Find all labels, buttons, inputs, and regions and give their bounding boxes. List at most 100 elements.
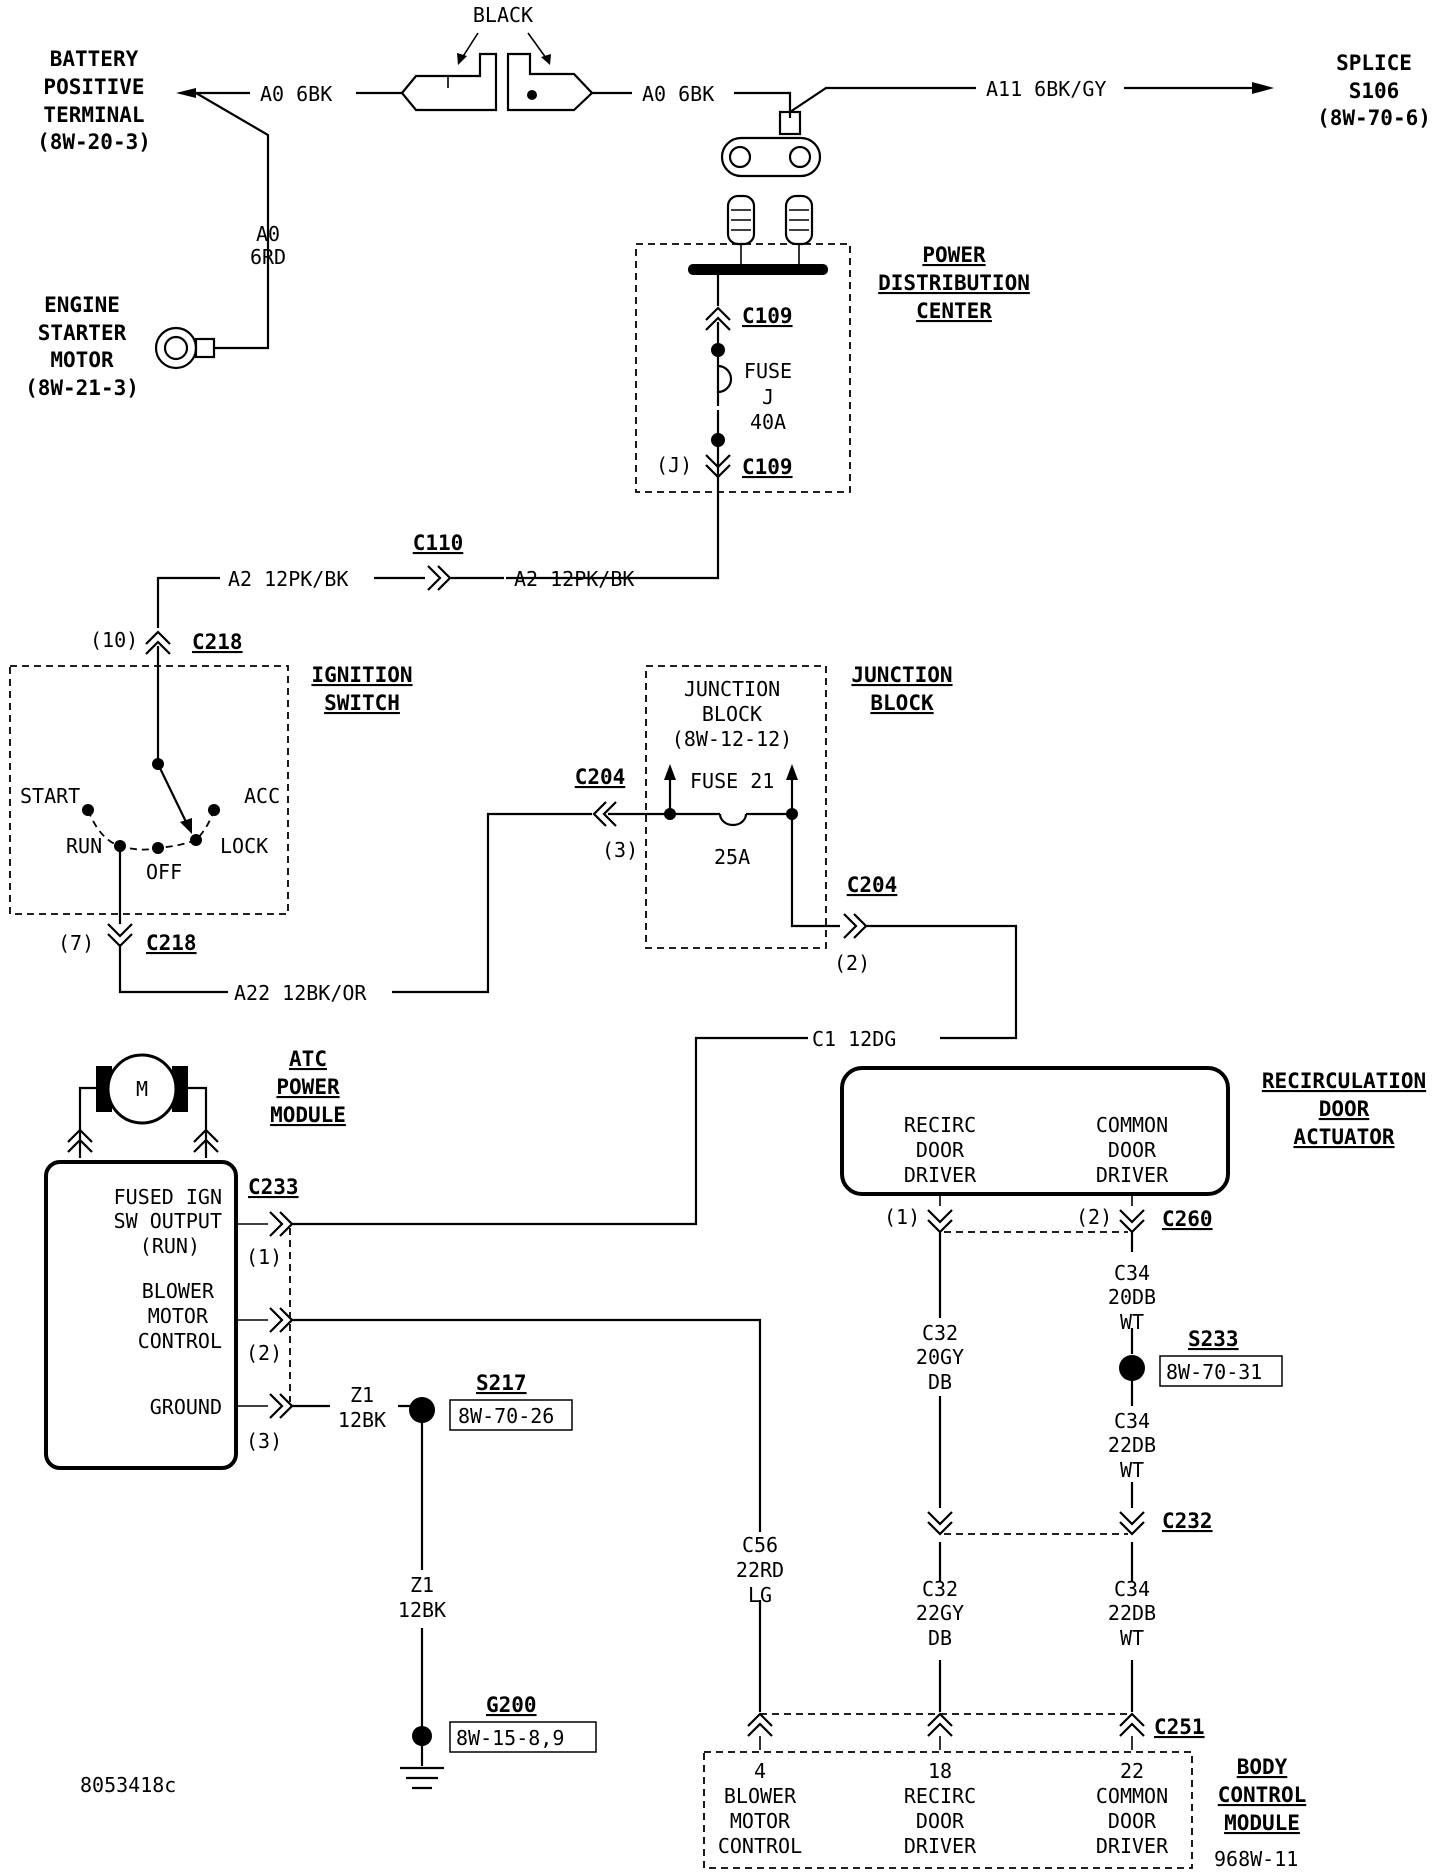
jb-inner-label-3: (8W-12-12) — [672, 727, 792, 751]
c260-pin2-connector-icon — [1119, 1209, 1145, 1234]
wire-c34-upper-label-1: C34 — [1114, 1261, 1150, 1285]
fuse-j-label-1: FUSE — [744, 359, 792, 383]
bcm-pin22-label-4: DRIVER — [1096, 1834, 1169, 1858]
fuse-j-label-3: 40A — [750, 410, 786, 434]
ignition-switch: (10) C218 START ACC RUN OFF LOCK (7) C21… — [9, 628, 413, 955]
switch-acc-label: ACC — [244, 784, 280, 808]
wire-c34-mid-label-3: WT — [1120, 1458, 1144, 1482]
wire-c32-upper-label-3: DB — [928, 1370, 952, 1394]
recirc-actuator-label-1: RECIRCULATION — [1262, 1069, 1426, 1093]
g200-ref-box — [449, 1721, 597, 1753]
c232-label: C232 — [1162, 1509, 1213, 1533]
c204-pin3-label: (3) — [602, 838, 638, 862]
wire-c34-lower-label-3: WT — [1120, 1626, 1144, 1650]
pdc-bus-bar — [688, 264, 828, 275]
junction-block-label-2: BLOCK — [870, 691, 934, 715]
page-id-label: 968W-11 — [1214, 1847, 1298, 1871]
wire-c32-upper-label-1: C32 — [922, 1321, 958, 1345]
c109-upper-label: C109 — [742, 304, 793, 328]
pdc-label-2: DISTRIBUTION — [878, 271, 1030, 295]
atc-label-1: ATC — [289, 1047, 327, 1071]
wire-z1 — [292, 1404, 424, 1766]
switch-run-label: RUN — [66, 834, 102, 858]
common-driver-label-3: DRIVER — [1096, 1163, 1169, 1187]
c204-left-connector-icon — [592, 801, 617, 827]
switch-off-label: OFF — [146, 860, 182, 884]
jb-inner-label-1: JUNCTION — [684, 677, 780, 701]
wire-c32-upper-label-2: 20GY — [916, 1345, 964, 1369]
bcm-pin18-label-1: 18 — [928, 1759, 952, 1783]
splice-s106: SPLICE S106 (8W-70-6) — [1317, 51, 1431, 130]
recirc-driver-label-2: DOOR — [916, 1138, 965, 1162]
ground-g200-dot — [412, 1726, 432, 1746]
atc-blower-label-2: MOTOR — [148, 1304, 209, 1328]
jb-inner-label-2: BLOCK — [702, 702, 762, 726]
c204-right-connector-icon — [843, 913, 868, 939]
switch-lock-contact — [190, 834, 202, 846]
wire-a11-label: A11 6BK/GY — [986, 77, 1106, 101]
ignition-switch-outline — [9, 665, 289, 915]
recirculation-door-actuator: RECIRC DOOR DRIVER COMMON DOOR DRIVER RE… — [840, 1066, 1426, 1196]
c233-pin2-label: (2) — [246, 1341, 282, 1365]
s106-label-3: (8W-70-6) — [1317, 106, 1431, 130]
wire-c34-lower-label-2: 22DB — [1108, 1601, 1156, 1625]
bcm-pin4-label-3: MOTOR — [730, 1809, 791, 1833]
g200-ref-label: 8W-15-8,9 — [456, 1726, 564, 1750]
bcm-pin18-label-3: DOOR — [916, 1809, 965, 1833]
wire-c56-label-1: C56 — [742, 1533, 778, 1557]
engine-starter-motor: ENGINE STARTER MOTOR (8W-21-3) — [25, 293, 216, 400]
s217-ref-box — [449, 1399, 573, 1431]
bcm-label-3: MODULE — [1224, 1811, 1300, 1835]
wire-a0-6rd-label-2: 6RD — [250, 245, 286, 269]
switch-wiper-icon — [157, 763, 189, 827]
wire-c1-label: C1 12DG — [812, 1027, 896, 1051]
c218-pin7-label: (7) — [58, 931, 94, 955]
wire-a11 — [789, 86, 1252, 113]
atc-fused-ign-label-1: FUSED IGN — [114, 1185, 222, 1209]
starter-label-4: (8W-21-3) — [25, 376, 139, 400]
c233-pin3-connector-icon — [269, 1393, 294, 1419]
wire-c56-label-2: 22RD — [736, 1558, 784, 1582]
wire-a22 — [118, 812, 592, 994]
splice-s217-dot — [409, 1397, 435, 1423]
wire-z1-long-label-1: Z1 — [410, 1573, 434, 1597]
atc-blower-label-3: CONTROL — [138, 1329, 222, 1353]
atc-power-module: M FUSED IGN SW OUTPUT (RUN) BLOWER MOTOR… — [44, 1047, 346, 1470]
pdc-outline — [635, 243, 851, 493]
s217-ref-label: 8W-70-26 — [458, 1404, 554, 1428]
junction-block-label-1: JUNCTION — [851, 663, 952, 687]
s233-label: S233 — [1188, 1327, 1239, 1351]
wire-c34-lower-label-1: C34 — [1114, 1577, 1150, 1601]
wire-c34-mid-label-1: C34 — [1114, 1409, 1150, 1433]
c110-label: C110 — [413, 531, 464, 555]
c109-lower-label: C109 — [742, 455, 793, 479]
c109-pin-label: (J) — [656, 453, 692, 477]
recirc-driver-label-3: DRIVER — [904, 1163, 977, 1187]
wire-c34-mid-label-2: 22DB — [1108, 1433, 1156, 1457]
wire-a0-right-label: A0 6BK — [642, 82, 714, 106]
power-distribution-center: C109 FUSE J 40A (J) C109 POWER DISTRIBUT… — [635, 110, 1030, 580]
wire-a0-right — [592, 91, 792, 118]
c110-connector-icon — [427, 565, 452, 591]
c233-pin2-connector-icon — [269, 1307, 294, 1333]
c218-lower-label: C218 — [146, 931, 197, 955]
bcm-pin18-label-2: RECIRC — [904, 1784, 976, 1808]
common-driver-label-2: DOOR — [1108, 1138, 1157, 1162]
s233-ref-box — [1159, 1355, 1283, 1387]
wire-c32-lower-label-1: C32 — [922, 1577, 958, 1601]
wire-c32-lower-label-3: DB — [928, 1626, 952, 1650]
wire-c56 — [292, 1318, 762, 1712]
wire-a0-6rd-label-1: A0 — [256, 222, 280, 246]
c204-pin2-label: (2) — [834, 951, 870, 975]
s106-label-2: S106 — [1349, 79, 1400, 103]
bcm-label-2: CONTROL — [1218, 1783, 1307, 1807]
pdc-label-3: CENTER — [916, 299, 992, 323]
switch-start-label: START — [20, 784, 80, 808]
fuse-j-icon — [717, 364, 733, 394]
body-control-module: 4 BLOWER MOTOR CONTROL 18 RECIRC DOOR DR… — [703, 1751, 1307, 1869]
ignition-switch-label-2: SWITCH — [324, 691, 400, 715]
starter-terminal-icon — [154, 326, 216, 370]
fuse-21-icon — [718, 813, 748, 827]
starter-label-1: ENGINE — [44, 293, 120, 317]
atc-label-3: MODULE — [270, 1103, 346, 1127]
